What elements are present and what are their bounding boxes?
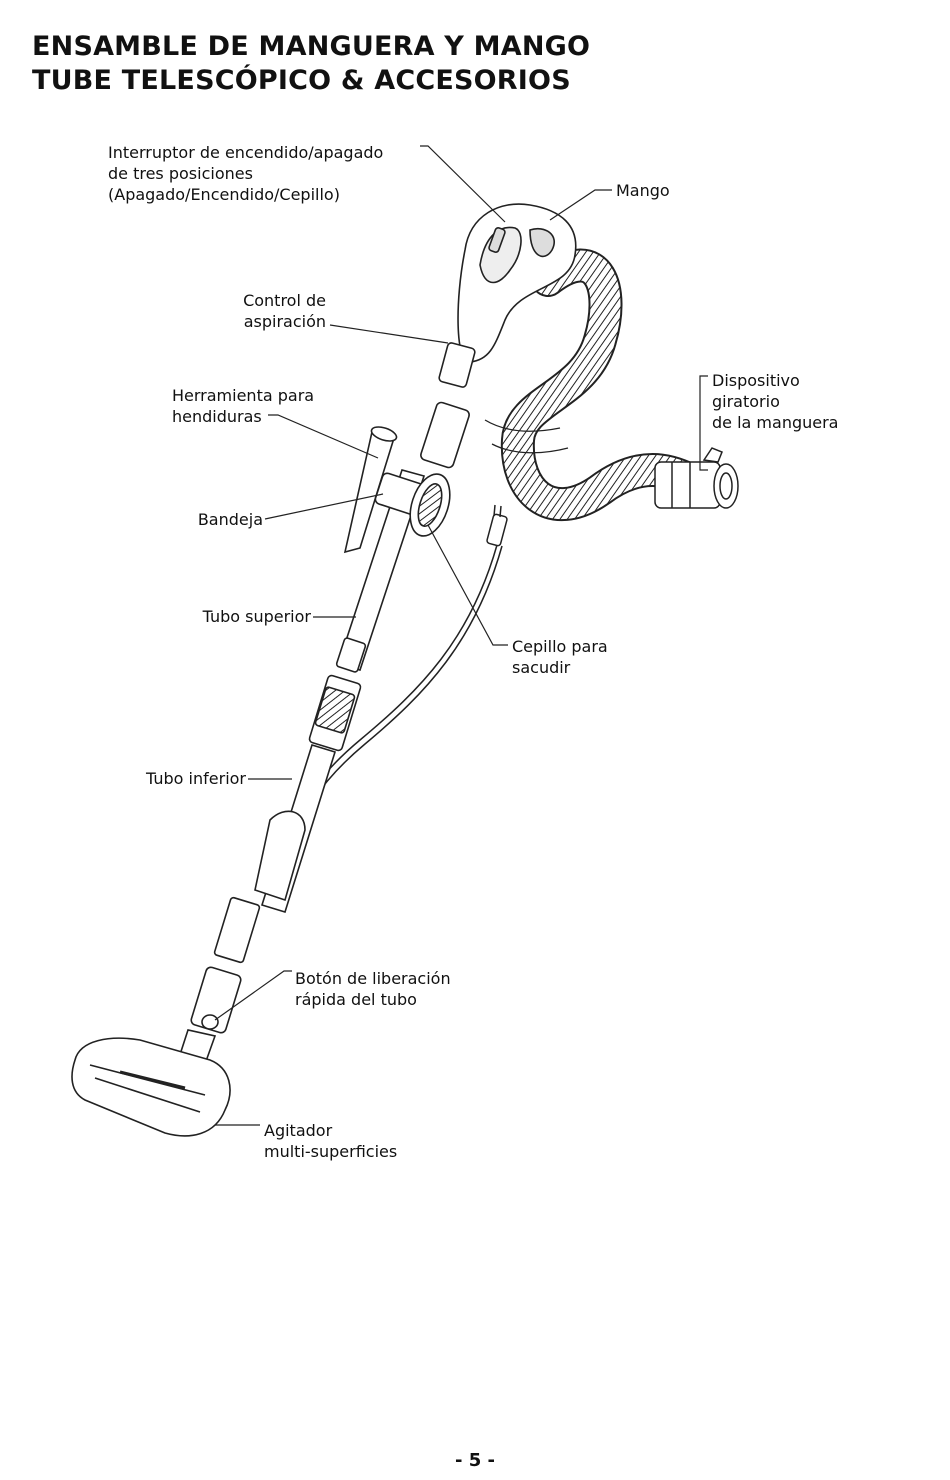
label-line: Control de — [243, 291, 326, 310]
label-line: Tubo inferior — [146, 769, 246, 788]
label-line: de tres posiciones — [108, 164, 253, 183]
label-line: sacudir — [512, 658, 571, 677]
label-line: Tubo superior — [202, 607, 311, 626]
label-line: hendiduras — [172, 407, 262, 426]
leader-tray — [264, 493, 384, 520]
leader-suction — [329, 324, 449, 344]
leader-switch — [420, 145, 506, 223]
label-lower-tube: Tubo inferior — [100, 768, 246, 789]
label-dusting-brush: Cepillo para sacudir — [512, 636, 608, 678]
label-line: (Apagado/Encendido/Cepillo) — [108, 185, 340, 204]
page-title: ENSAMBLE DE MANGUERA Y MANGO TUBE TELESC… — [32, 30, 590, 98]
label-line: Dispositivo — [712, 371, 800, 390]
label-handle: Mango — [616, 180, 670, 201]
label-line: Botón de liberación — [295, 969, 451, 988]
label-line: Mango — [616, 181, 670, 200]
label-crevice-tool: Herramienta para hendiduras — [172, 385, 314, 427]
label-power-switch: Interruptor de encendido/apagado de tres… — [108, 142, 383, 205]
hose-swivel — [654, 447, 739, 509]
lower-tube — [213, 674, 362, 964]
leader-crevice — [268, 414, 379, 459]
upper-tube — [335, 401, 470, 673]
title-line-2: TUBE TELESCÓPICO & ACCESORIOS — [32, 65, 571, 96]
label-agitator: Agitador multi-superficies — [264, 1120, 397, 1162]
page-number: - 5 - — [455, 1450, 495, 1471]
hose — [500, 248, 707, 522]
crevice-tool — [343, 426, 398, 554]
label-line: Cepillo para — [512, 637, 608, 656]
label-hose-swivel: Dispositivo giratorio de la manguera — [712, 370, 838, 433]
label-line: multi-superficies — [264, 1142, 398, 1161]
label-quick-release: Botón de liberación rápida del tubo — [295, 968, 451, 1010]
leader-handle — [549, 189, 612, 221]
label-line: Agitador — [264, 1121, 333, 1140]
dusting-brush — [409, 473, 451, 537]
label-line: de la manguera — [712, 413, 839, 432]
label-line: Interruptor de encendido/apagado — [108, 143, 384, 162]
label-upper-tube: Tubo superior — [150, 606, 311, 627]
leader-release — [214, 970, 292, 1021]
label-line: Herramienta para — [172, 386, 315, 405]
label-line: Bandeja — [197, 510, 263, 529]
leader-swivel — [699, 375, 708, 471]
leader-lines — [214, 145, 708, 1126]
hose-break-marks — [484, 419, 569, 454]
handle — [438, 203, 577, 388]
label-tray: Bandeja — [150, 509, 263, 530]
leader-dust-brush — [427, 524, 508, 646]
label-line: aspiración — [243, 312, 326, 331]
label-line: giratorio — [712, 392, 780, 411]
label-suction-control: Control de aspiración — [200, 290, 326, 332]
power-cord — [299, 504, 508, 815]
label-line: rápida del tubo — [295, 990, 417, 1009]
title-line-1: ENSAMBLE DE MANGUERA Y MANGO — [32, 31, 591, 62]
power-nozzle — [71, 966, 242, 1137]
